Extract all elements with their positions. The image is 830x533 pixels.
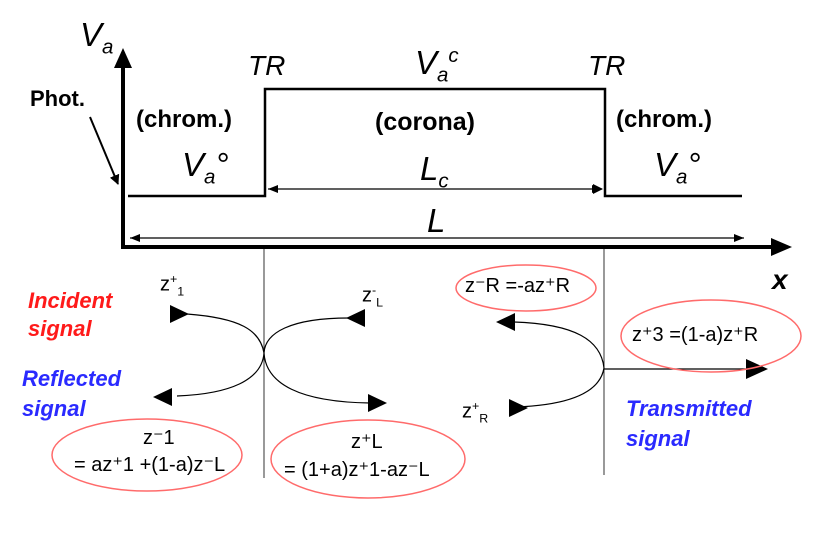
chrom-left-label: (chrom.) — [136, 106, 232, 133]
bubble-zL-line2: = (1+a)z⁺1-az⁻L — [284, 459, 430, 481]
x-axis-label: x — [772, 264, 788, 295]
mid-lower-arc — [263, 352, 371, 404]
bubble-zR-reflect-text: z⁻R =-az⁺R — [465, 275, 571, 297]
right-upper-arc — [513, 321, 605, 369]
transmitted-arrowhead — [746, 359, 768, 379]
y-axis-arrowhead — [114, 48, 132, 68]
zR-plus-arrowhead — [509, 399, 528, 417]
lc-label: Lc — [420, 150, 449, 193]
bubble-z3-trans-outline — [620, 299, 802, 373]
z1-plus-label: z+1 — [160, 272, 185, 299]
bubble-z1-line1: z⁻1 — [143, 427, 175, 449]
left-lower-arc — [176, 352, 265, 397]
va-corona-label: Vac — [415, 44, 459, 87]
zL-plus-arrowhead — [368, 394, 387, 412]
va0-right-label: Va° — [654, 146, 701, 189]
zL-minus-label: z-L — [362, 283, 384, 310]
bubble-zL-outline — [270, 419, 466, 499]
tr-left-label: TR — [248, 50, 286, 81]
chrom-right-label: (chrom.) — [616, 106, 712, 133]
bubble-z1-outline — [51, 418, 243, 492]
left-upper-arc — [186, 313, 265, 354]
zR-minus-arrowhead — [496, 313, 515, 331]
y-axis-label: Va — [80, 16, 114, 59]
tr-right-label: TR — [588, 50, 626, 81]
bubble-z1-line2: = az⁺1 +(1-a)z⁻L — [74, 454, 226, 476]
va0-left-label: Va° — [182, 146, 229, 189]
bubble-z3-trans-text: z⁺3 =(1-a)z⁺R — [632, 324, 759, 346]
phot-label: Phot. — [30, 86, 85, 111]
zL-minus-arrowhead — [346, 309, 365, 327]
incident-arrowhead-1 — [170, 305, 189, 323]
mid-upper-arc — [263, 317, 350, 354]
reflected-arrowhead-1 — [153, 388, 172, 406]
l-label: L — [427, 202, 446, 239]
right-lower-arc — [515, 367, 605, 408]
phot-pointer-arrow — [89, 116, 120, 185]
bubble-zL-line1: z⁺L — [351, 431, 383, 453]
x-axis-arrowhead — [771, 238, 792, 256]
zR-plus-label: z+R — [462, 399, 489, 426]
bubble-zR-reflect-outline — [455, 264, 597, 312]
corona-label: (corona) — [375, 108, 475, 136]
va-profile-line — [128, 87, 742, 198]
